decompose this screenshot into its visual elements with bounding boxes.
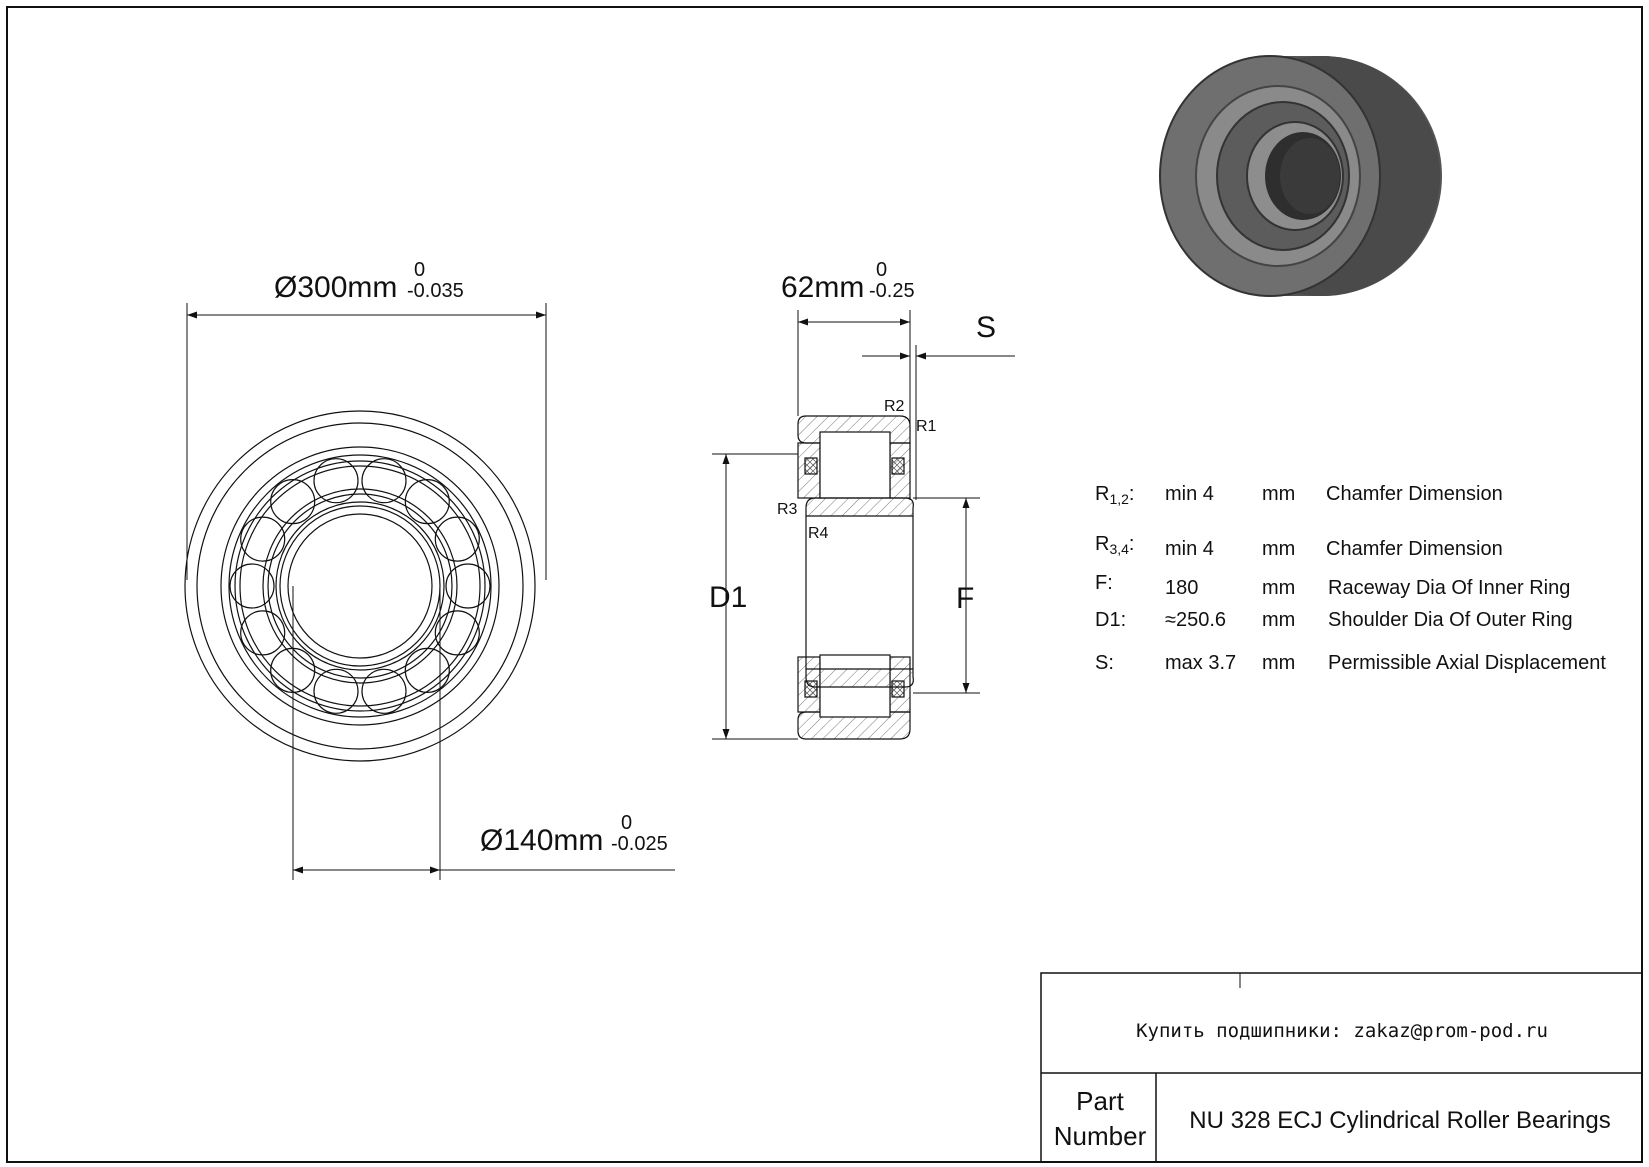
spec-unit: mm <box>1262 483 1295 505</box>
spec-description: Chamfer Dimension <box>1326 538 1503 560</box>
d1-dimension <box>712 453 798 740</box>
front-view <box>184 410 536 762</box>
spec-symbol: S: <box>1095 652 1114 674</box>
title-block <box>1040 972 1643 1163</box>
spec-value: max 3.7 <box>1165 652 1236 674</box>
d1-label: D1 <box>709 581 747 614</box>
contact-text: Купить подшипники: zakaz@prom-pod.ru <box>1136 1020 1548 1042</box>
bearing-3d-image <box>1159 55 1442 297</box>
spec-symbol: R3,4: <box>1095 533 1134 557</box>
spec-unit: mm <box>1262 652 1295 674</box>
part-label-line2: Number <box>1054 1121 1147 1151</box>
spec-value: min 4 <box>1165 538 1214 560</box>
axial-displacement-label: S <box>976 311 996 344</box>
roller-14 <box>434 516 480 562</box>
outer-diameter-upper-tol: 0 <box>414 259 425 281</box>
f-label: F <box>956 582 974 615</box>
spec-value: ≈250.6 <box>1165 609 1226 631</box>
r2-label: R2 <box>884 398 905 415</box>
bore-diameter-label: Ø140mm <box>480 824 603 857</box>
bore-diameter-lower-tol: -0.025 <box>611 833 668 855</box>
roller-7 <box>240 610 286 656</box>
bore-diameter-dimension <box>292 586 675 880</box>
roller-9 <box>240 516 286 562</box>
spec-description: Shoulder Dia Of Outer Ring <box>1328 609 1573 631</box>
spec-value: 180 <box>1165 577 1198 599</box>
sheet-border <box>6 6 1643 1163</box>
spec-symbol: D1: <box>1095 609 1126 631</box>
roller-elements <box>229 458 491 714</box>
spec-unit: mm <box>1262 538 1295 560</box>
width-lower-tol: -0.25 <box>869 280 915 302</box>
section-view <box>797 415 914 740</box>
bore-diameter-upper-tol: 0 <box>621 812 632 834</box>
roller-3 <box>404 647 450 694</box>
outer-diameter-label: Ø300mm <box>274 271 397 304</box>
roller-4 <box>361 668 407 714</box>
r3-label: R3 <box>777 501 798 518</box>
r4-label: R4 <box>808 525 829 542</box>
f-dimension <box>913 497 980 694</box>
roller-13 <box>404 479 450 525</box>
roller-10 <box>270 479 316 525</box>
spec-unit: mm <box>1262 577 1295 599</box>
spec-value: min 4 <box>1165 483 1214 505</box>
part-label-line1: Part <box>1076 1086 1124 1116</box>
r1-label: R1 <box>916 418 937 435</box>
roller-5 <box>313 668 359 714</box>
spec-symbol: F: <box>1095 572 1113 594</box>
roller-1 <box>445 563 491 609</box>
outer-diameter-lower-tol: -0.035 <box>407 280 464 302</box>
spec-description: Chamfer Dimension <box>1326 483 1503 505</box>
width-upper-tol: 0 <box>876 259 887 281</box>
axial-displacement-dimension <box>862 345 1015 500</box>
roller-11 <box>313 458 359 504</box>
part-number: NU 328 ECJ Cylindrical Roller Bearings <box>1189 1107 1611 1134</box>
spec-description: Raceway Dia Of Inner Ring <box>1328 577 1570 599</box>
spec-symbol: R1,2: <box>1095 483 1134 507</box>
spec-description: Permissible Axial Displacement <box>1328 652 1606 674</box>
spec-unit: mm <box>1262 609 1295 631</box>
roller-2 <box>434 610 480 656</box>
roller-8 <box>229 563 275 609</box>
outer-diameter-dimension <box>186 303 547 580</box>
width-label: 62mm <box>781 271 864 304</box>
roller-12 <box>361 458 407 504</box>
